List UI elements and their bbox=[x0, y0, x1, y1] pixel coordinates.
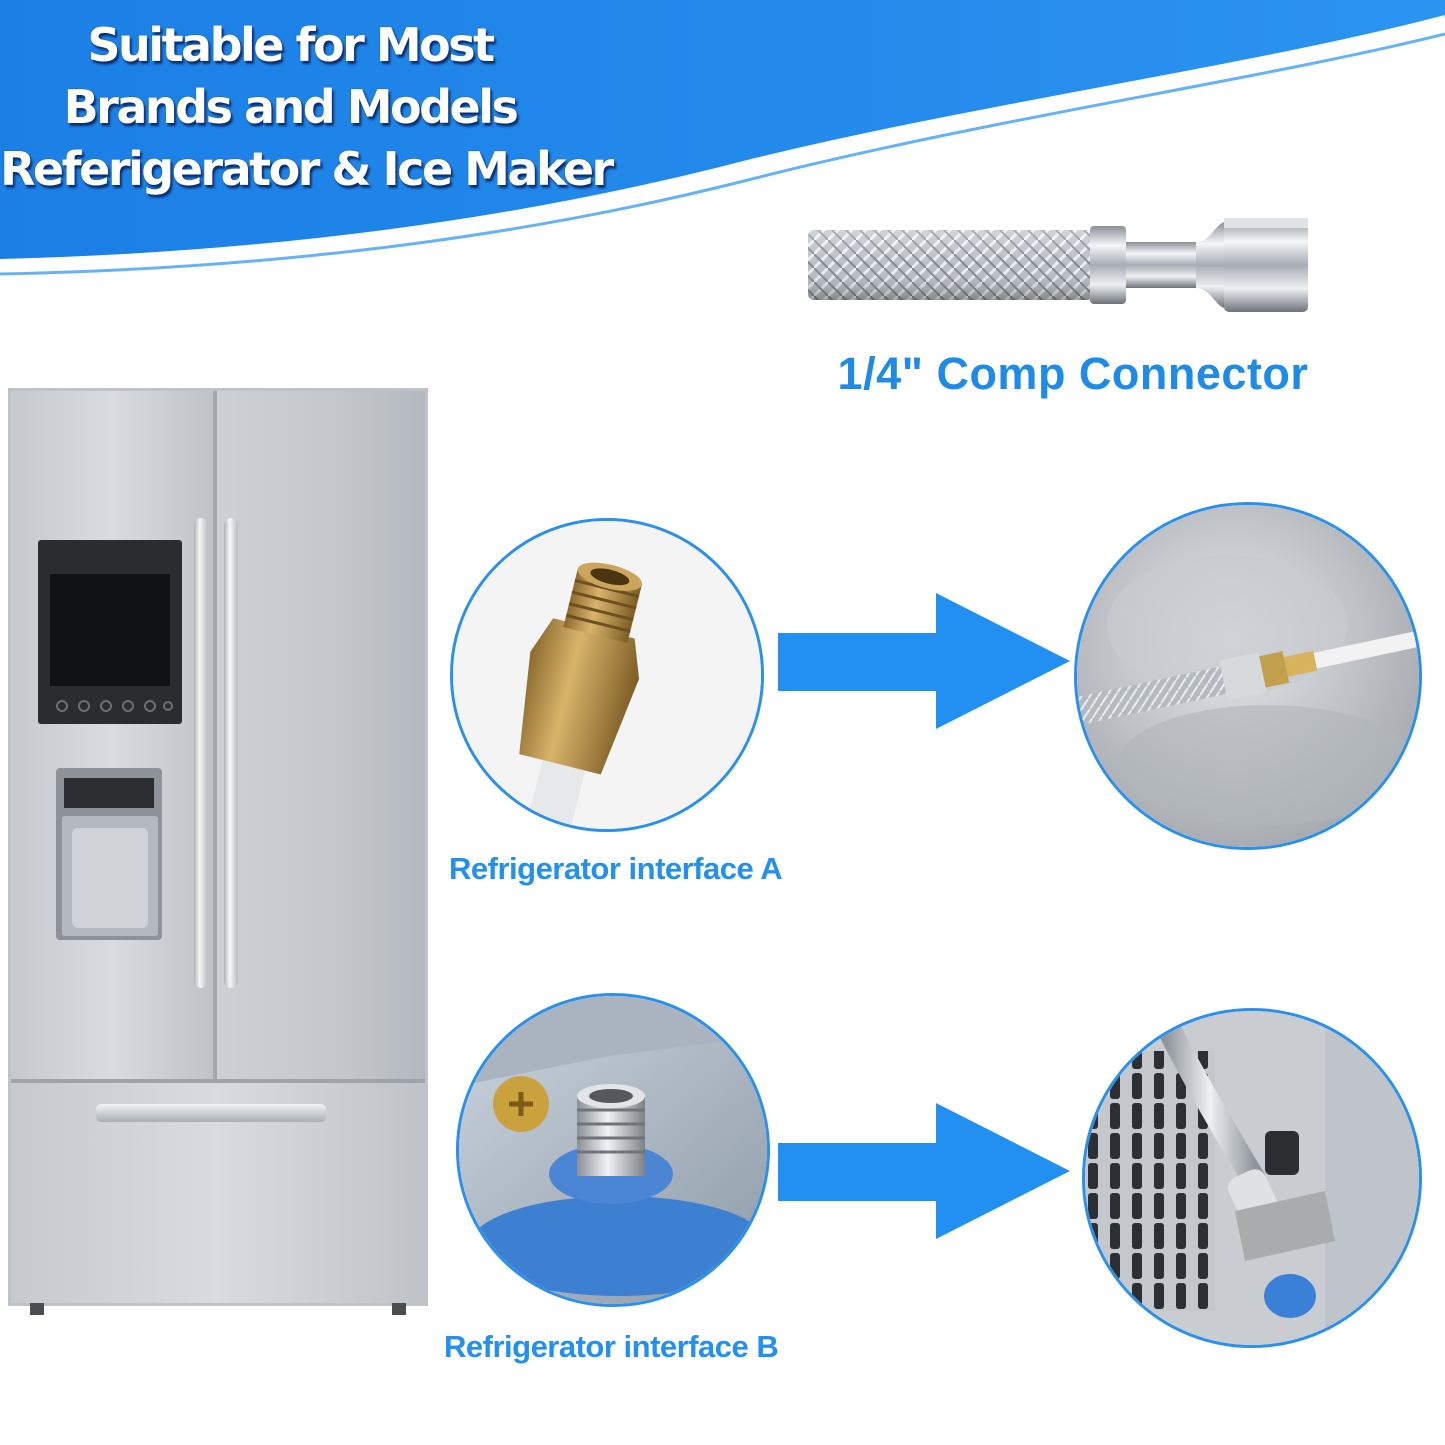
interface-a-label: Refrigerator interface A bbox=[449, 851, 783, 886]
interface-a-fitting-circle bbox=[450, 518, 764, 832]
arrow-right-icon bbox=[778, 1103, 1070, 1239]
interface-b-label: Refrigerator interface B bbox=[444, 1329, 779, 1364]
headline-line-2: Brands and Models bbox=[63, 80, 519, 134]
refrigerator-image bbox=[8, 388, 428, 1315]
installed-connector-a-image bbox=[1077, 505, 1419, 847]
braided-hose-image bbox=[808, 218, 1308, 312]
valve-fitting-image bbox=[459, 996, 767, 1304]
interface-b-installed-circle bbox=[1082, 1008, 1422, 1348]
connector-label: 1/4" Comp Connector bbox=[837, 348, 1309, 399]
interface-a-installed-circle bbox=[1074, 502, 1422, 850]
interface-b-fitting-circle bbox=[456, 993, 770, 1307]
headline-line-1: Suitable for Most bbox=[87, 18, 495, 72]
arrow-right-icon bbox=[778, 593, 1070, 729]
banner-wave bbox=[0, 0, 1445, 276]
installed-connector-b-image bbox=[1085, 1011, 1419, 1345]
headline-line-3: Referigerator & Ice Maker bbox=[0, 142, 614, 196]
brass-fitting-image bbox=[453, 521, 761, 829]
headline: Suitable for Most Brands and Models Refe… bbox=[0, 14, 614, 200]
